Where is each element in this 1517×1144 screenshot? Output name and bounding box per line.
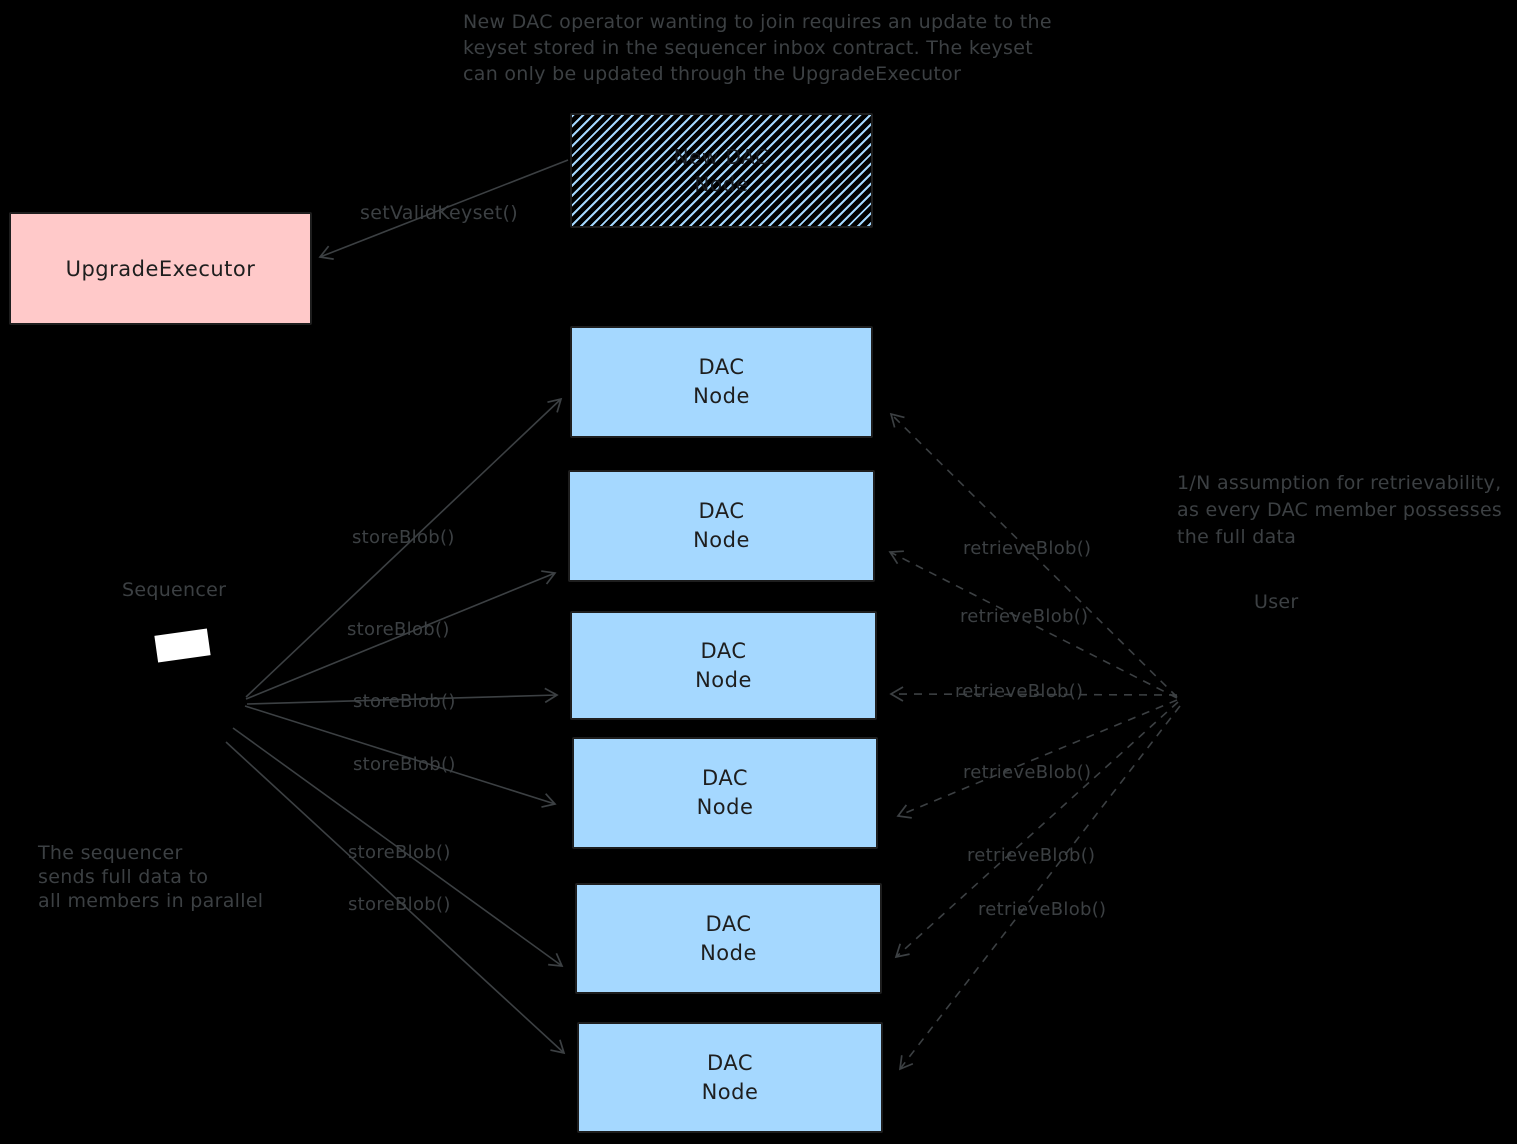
store-blob-arrow-3 (246, 687, 559, 705)
user-label: User (1254, 591, 1299, 613)
store-blob-arrow-5 (232, 727, 564, 967)
top-note-line: New DAC operator wanting to join require… (463, 11, 1052, 33)
top-note-line: keyset stored in the sequencer inbox con… (463, 37, 1033, 59)
retrieve-blob-arrow-6 (898, 705, 1181, 1071)
left-note-line: all members in parallel (38, 890, 264, 912)
dac-node-box-2: DAC Node (568, 470, 875, 582)
dac-node-label: DAC (707, 1050, 753, 1075)
store-blob-label-4: storeBlob() (353, 754, 456, 775)
store-blob-arrow-4 (244, 705, 557, 808)
retrieve-blob-label-1: retrieveBlob() (963, 538, 1092, 559)
upgrade-executor-label: UpgradeExecutor (65, 256, 256, 281)
store-blob-label-6: storeBlob() (348, 894, 451, 915)
right-note: 1/N assumption for retrievability, as ev… (1177, 470, 1502, 551)
store-blob-label-2: storeBlob() (347, 619, 450, 640)
new-dac-node-label-line2: Node (694, 171, 749, 196)
retrieve-blob-label-2: retrieveBlob() (960, 606, 1089, 627)
store-blob-label-3: storeBlob() (353, 691, 456, 712)
dac-node-label: DAC (700, 638, 747, 663)
upgrade-executor-box: UpgradeExecutor (9, 212, 312, 325)
set-valid-keyset-label: setValidKeyset() (360, 202, 518, 224)
dac-node-label: DAC (698, 355, 745, 379)
retrieve-blob-arrow-1 (889, 412, 1178, 698)
retrieve-blob-arrow-3 (889, 686, 1178, 702)
retrieve-blob-arrow-4 (896, 699, 1178, 819)
dac-node-box-3: DAC Node (570, 611, 877, 720)
store-blob-label-5: storeBlob() (348, 842, 451, 863)
right-note-line: the full data (1177, 526, 1297, 548)
dac-node-label: Node (701, 1079, 759, 1104)
dac-node-label: Node (695, 667, 752, 692)
store-blob-arrow-6 (225, 741, 566, 1055)
dac-node-label: Node (693, 528, 750, 552)
dac-node-label: Node (700, 940, 757, 965)
right-note-line: 1/N assumption for retrievability, (1177, 472, 1502, 494)
set-valid-keyset-arrow (318, 159, 569, 260)
retrieve-blob-label-3: retrieveBlob() (955, 681, 1084, 702)
left-note-line: The sequencer (38, 842, 183, 864)
top-note-line: can only be updated through the UpgradeE… (463, 63, 962, 85)
dac-node-box-4: DAC Node (572, 737, 878, 849)
left-note-line: sends full data to (38, 866, 209, 888)
retrieve-blob-label-6: retrieveBlob() (978, 899, 1107, 920)
retrieve-blob-label-5: retrieveBlob() (967, 845, 1096, 866)
dac-node-box-5: DAC Node (575, 883, 882, 994)
dac-node-label: DAC (705, 911, 752, 936)
store-blob-arrow-1 (245, 397, 563, 698)
dac-node-label: Node (696, 795, 754, 819)
dac-node-label: DAC (698, 499, 745, 523)
dac-node-label: DAC (702, 766, 748, 790)
store-blob-arrow-2 (245, 570, 557, 700)
dac-node-box-6: DAC Node (577, 1022, 883, 1133)
top-note: New DAC operator wanting to join require… (463, 9, 1052, 87)
right-note-line: as every DAC member possesses (1177, 499, 1503, 521)
store-blob-label-1: storeBlob() (352, 527, 455, 548)
dac-node-box-1: DAC Node (570, 326, 873, 438)
retrieve-blob-arrow-5 (894, 701, 1179, 959)
left-note: The sequencer sends full data to all mem… (38, 841, 263, 913)
new-dac-node-label-line1: New DAC (673, 144, 770, 169)
retrieve-blob-label-4: retrieveBlob() (963, 762, 1092, 783)
new-dac-node-box: New DAC Node (570, 113, 873, 228)
dac-node-label: Node (693, 384, 750, 408)
sequencer-label: Sequencer (122, 579, 227, 601)
